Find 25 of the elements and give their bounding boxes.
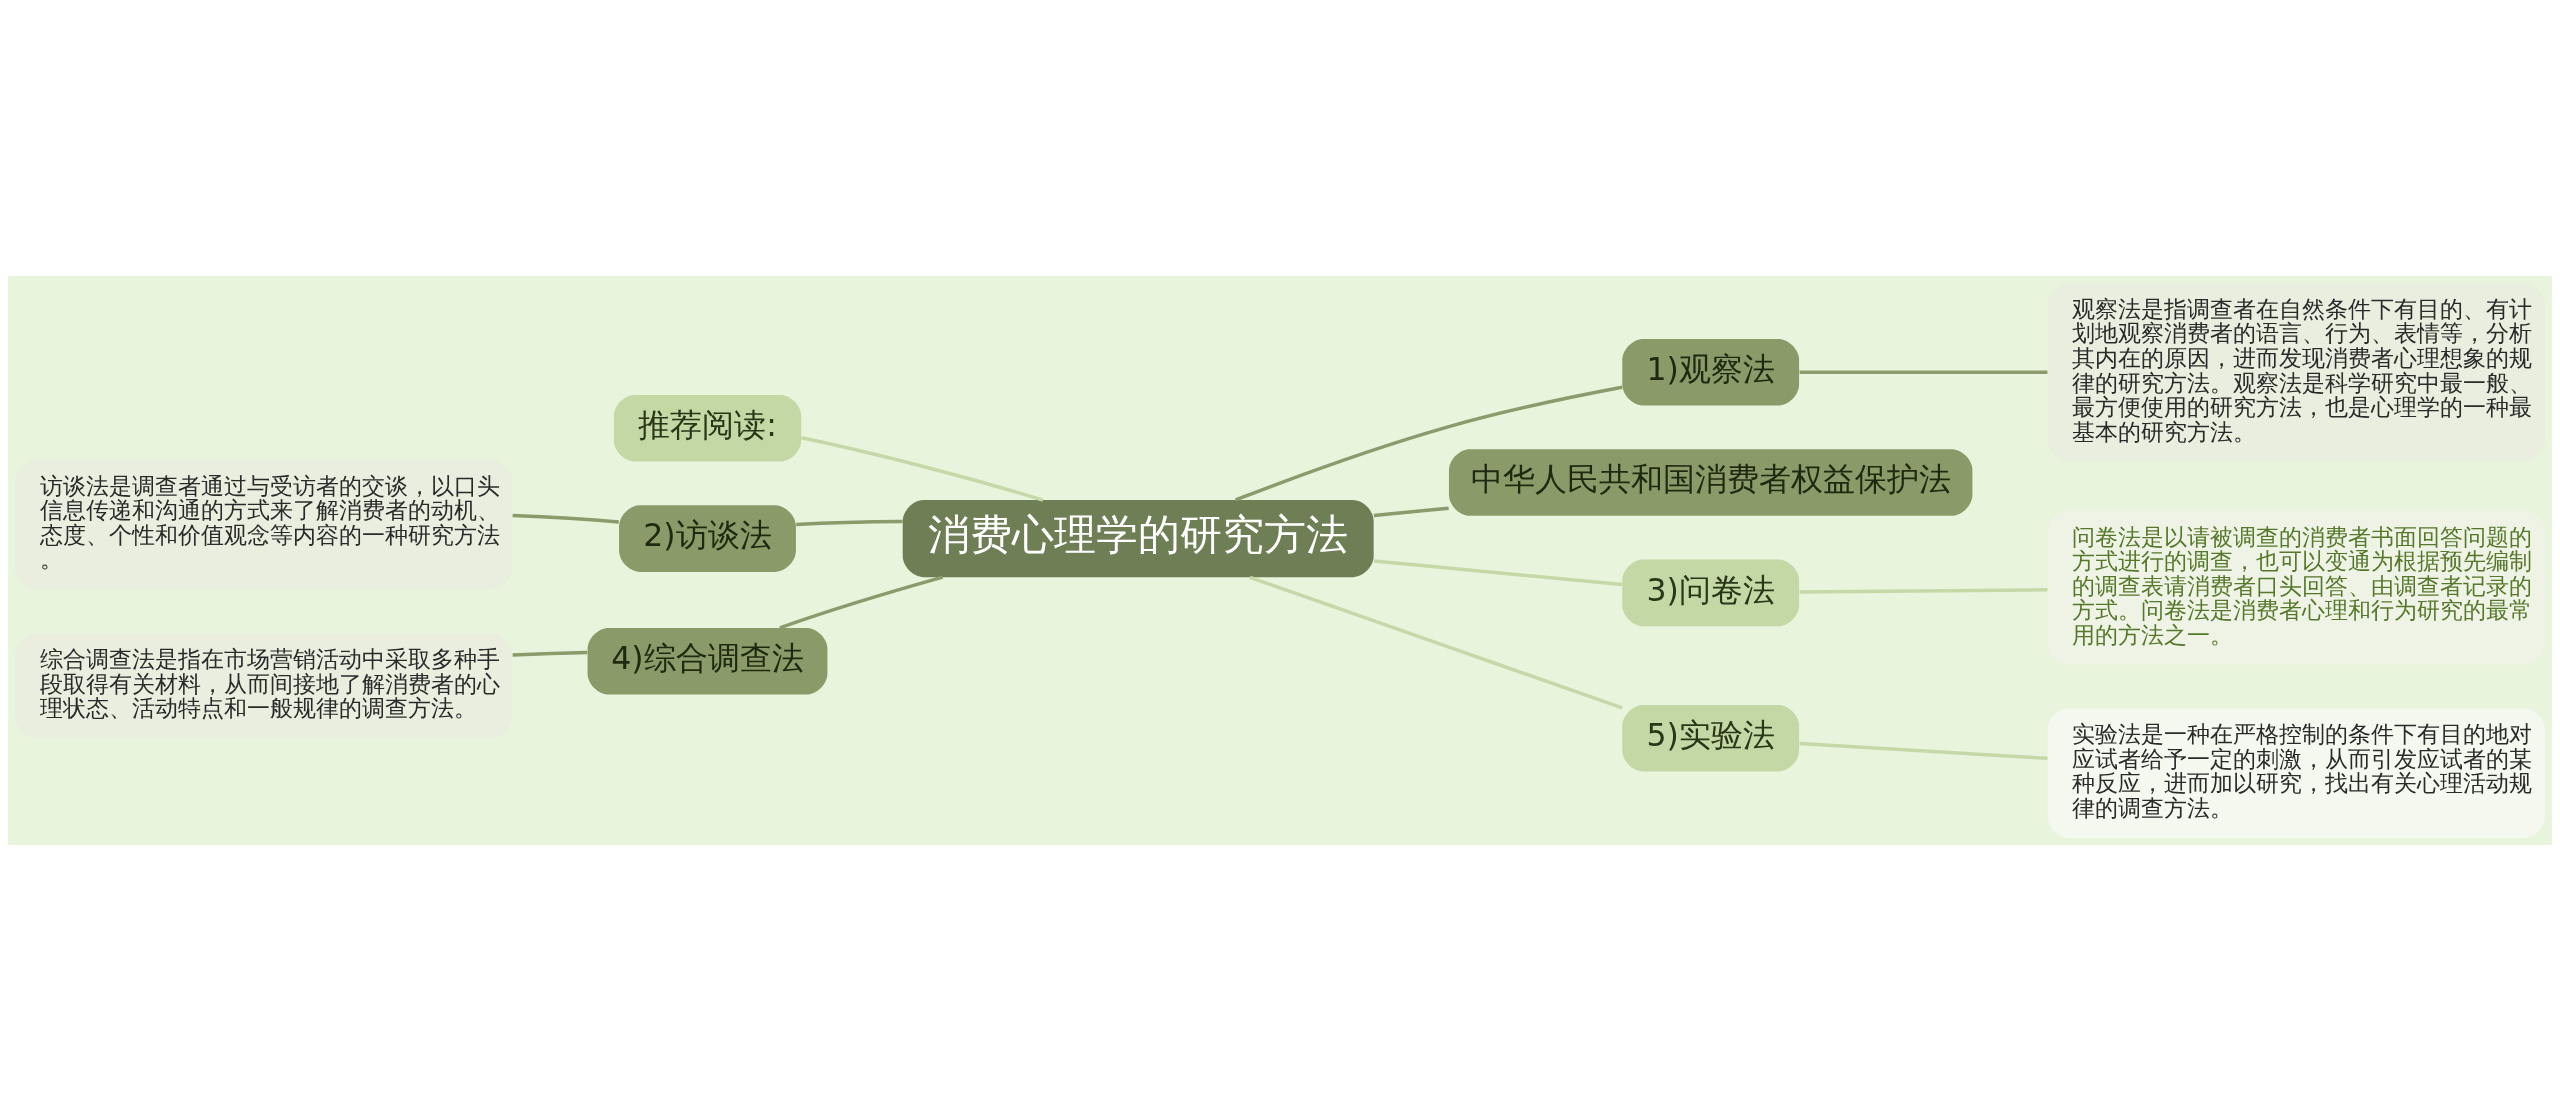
node-box: 访谈法是调查者通过与受访者的交谈，以口头信息传递和沟通的方式来了解消费者的动机、态度、个性和价值观念等内容的一种研究方法。 xyxy=(15,459,513,589)
connector xyxy=(801,435,1044,502)
node-box: 3)问卷法 xyxy=(1622,559,1800,626)
connector xyxy=(1249,575,1623,710)
connector xyxy=(796,519,903,526)
node-box: 观察法是指调查者在自然条件下有目的、有计划地观察消费者的语言、行为、表情等，分析其内在的原因，进而发现消费者心理想象的规律的研究方法。观察法是科学研究中最一般、最方便使用的研究方法，也是心理学的一种最基本的研究方法。 xyxy=(2047,282,2545,462)
node-box: 实验法是一种在严格控制的条件下有目的地对应试者给予一定的刺激，从而引发应试者的某种反应，进而加以研究，找出有关心理活动规律的调查方法。 xyxy=(2047,707,2545,838)
node-box: 问卷法是以请被调查的消费者书面回答问题的方式进行的调查，也可以变通为根据预先编制的调查表请消费者口头回答、由调查者记录的方式。问卷法是消费者心理和行为研究的最常用的方法之一。 xyxy=(2047,510,2545,665)
node-box: 中华人民共和国消费者权益保护法 xyxy=(1448,448,1973,516)
node-box: 1)观察法 xyxy=(1622,338,1800,406)
node-box: 综合调查法是指在市场营销活动中采取多种手段取得有关材料，从而间接地了解消费者的心理状态、活动特点和一般规律的调查方法。 xyxy=(15,632,513,738)
connector xyxy=(512,650,588,657)
connector xyxy=(1234,385,1623,502)
connector xyxy=(1373,558,1623,586)
node-box: 消费心理学的研究方法 xyxy=(902,499,1374,577)
connector xyxy=(1799,587,2048,594)
node-box: 推荐阅读: xyxy=(613,394,802,462)
node-box: 5)实验法 xyxy=(1622,704,1800,771)
connector xyxy=(1799,370,2048,374)
connector xyxy=(1799,741,2048,760)
node-box: 2)访谈法 xyxy=(619,504,796,572)
connector xyxy=(512,513,619,524)
connector xyxy=(779,575,944,630)
connector xyxy=(1373,505,1449,517)
node-box: 4)综合调查法 xyxy=(587,627,828,694)
